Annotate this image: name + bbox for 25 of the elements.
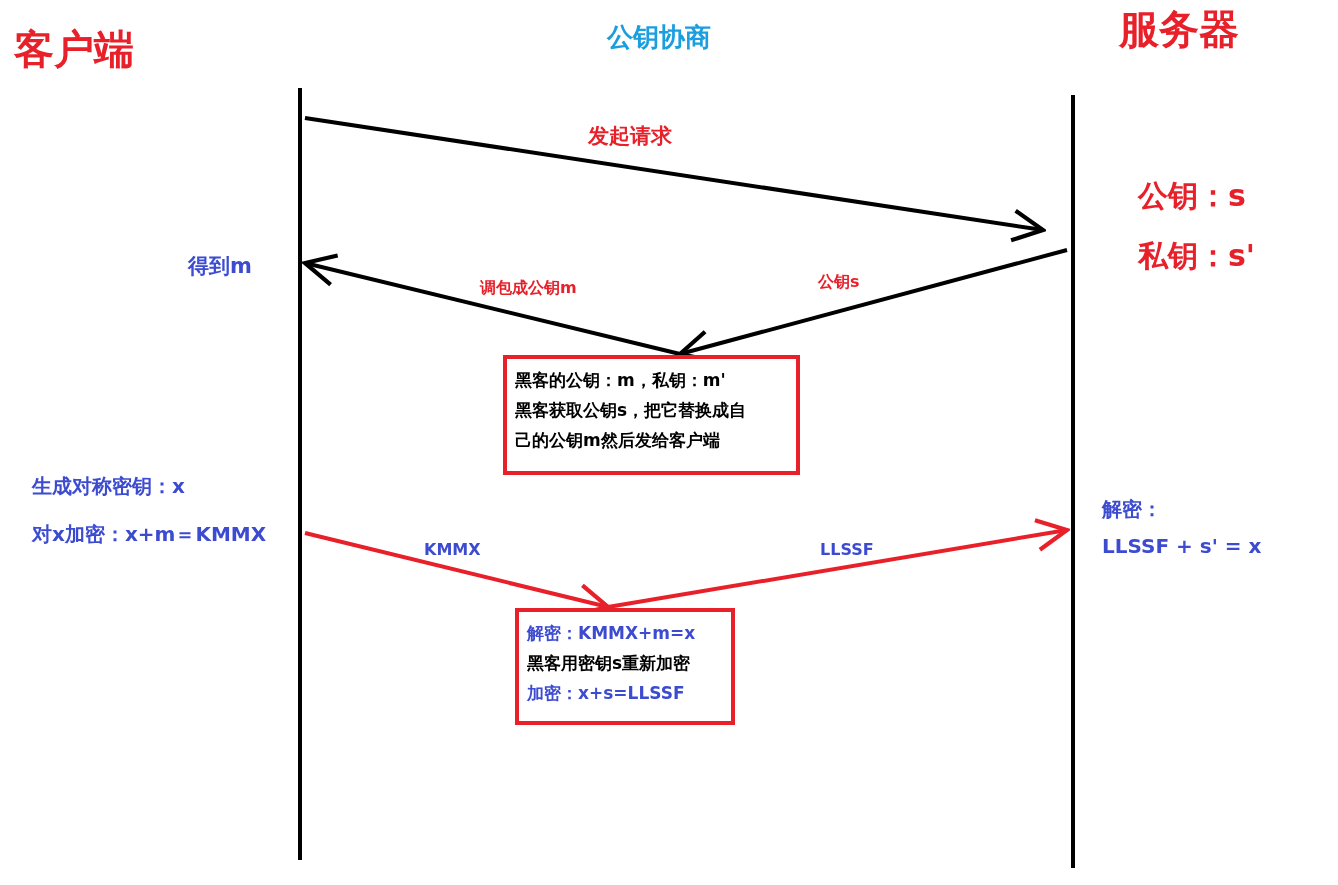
arrow (607, 518, 1070, 609)
note-text: 对x加密：x+m＝KMMX (32, 521, 267, 548)
process-box (503, 355, 800, 475)
process-box (515, 608, 735, 725)
note-text: 解密： (1102, 496, 1162, 523)
diagram-title: 公钥协商 (607, 21, 711, 54)
participant-heading: 服务器 (1119, 5, 1239, 54)
note-text: 私钥：s' (1138, 237, 1256, 275)
note-text: 生成对称密钥：x (32, 473, 185, 500)
edge-label: LLSSF (820, 540, 874, 559)
edge-label: 发起请求 (588, 123, 672, 150)
box-text: 黑客用密钥s重新加密 (527, 652, 692, 675)
edge-label: 公钥s (818, 272, 860, 293)
note-text: LLSSF + s' = x (1102, 534, 1262, 558)
edge-label: KMMX (424, 540, 481, 559)
box-text: 黑客获取公钥s，把它替换成自己的公钥m然后发给客户端 (515, 399, 747, 452)
note-text: 公钥：s (1138, 177, 1246, 215)
edge-label: 调包成公钥m (480, 278, 577, 299)
box-text: 加密：x+s=LLSSF (527, 682, 686, 705)
note-text: 得到m (188, 253, 252, 280)
arrow (302, 253, 681, 356)
box-text: 黑客的公钥：m，私钥：m' (515, 369, 727, 392)
box-text: 解密：KMMX+m=x (527, 622, 697, 645)
participant-heading: 客户端 (14, 25, 134, 74)
arrow (304, 116, 1046, 243)
